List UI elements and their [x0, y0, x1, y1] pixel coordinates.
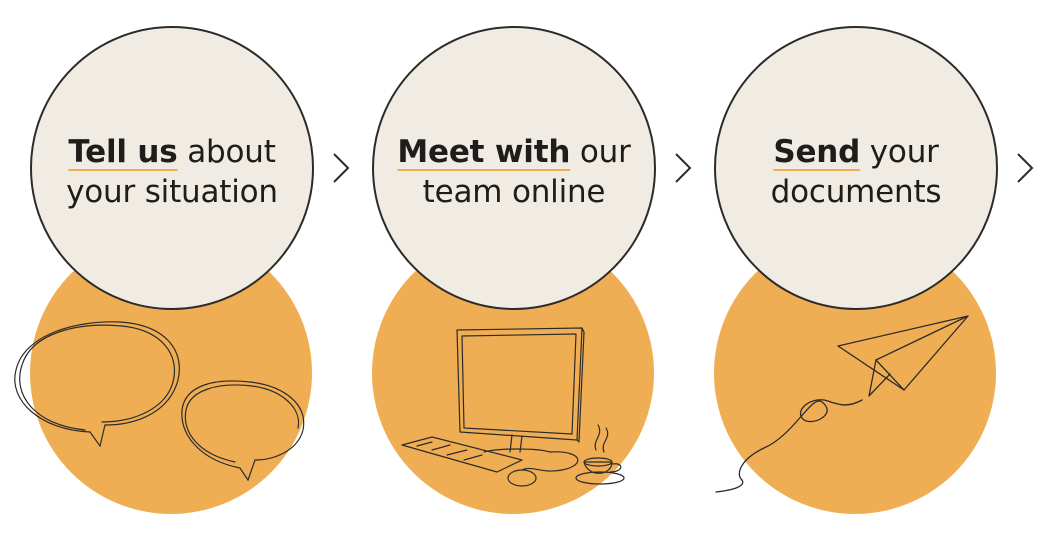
step-text: Tell us about your situation: [32, 132, 312, 212]
computer-desk-icon: [401, 327, 625, 487]
paper-plane-icon: [715, 315, 969, 493]
step-bold-text: Meet with: [397, 134, 571, 170]
chevron-right-icon: [672, 150, 696, 190]
speech-bubbles-icon: [14, 321, 305, 482]
step-tell-us: Tell us about your situation: [14, 0, 320, 546]
step-circle: Send your documents: [714, 26, 998, 310]
step-circle: Meet with our team online: [372, 26, 656, 310]
step-circle: Tell us about your situation: [30, 26, 314, 310]
step-line2: documents: [770, 174, 942, 210]
step-line2: your situation: [66, 174, 278, 210]
step-bold-text: Send: [773, 134, 861, 170]
step-line2: team online: [422, 174, 606, 210]
step-bold-text: Tell us: [68, 134, 178, 170]
step-text: Meet with our team online: [374, 132, 654, 212]
step-meet-with: Meet with our team online: [372, 0, 662, 546]
chevron-right-icon: [1014, 150, 1038, 190]
step-rest-text: your: [860, 134, 939, 170]
step-rest-text: our: [570, 134, 631, 170]
chevron-right-icon: [330, 150, 354, 190]
step-send: Send your documents: [714, 0, 1004, 546]
step-rest-text: about: [177, 134, 276, 170]
step-text: Send your documents: [716, 132, 996, 212]
